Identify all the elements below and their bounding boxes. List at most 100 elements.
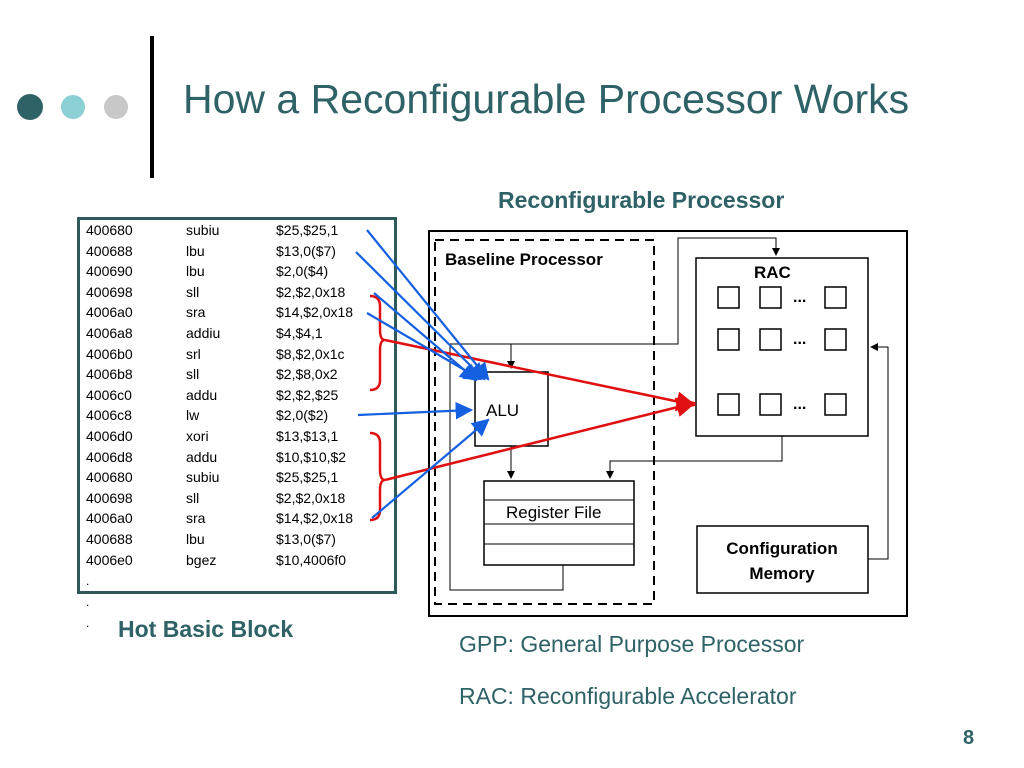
rac-ellipsis: ... — [793, 289, 806, 306]
code-operands: $2,$2,0x18 — [276, 489, 346, 506]
code-address: 400680 — [86, 469, 133, 486]
legend-gpp: GPP: General Purpose Processor — [459, 631, 805, 657]
code-listing — [77, 217, 397, 594]
blue-arrows-to-alu — [355, 229, 490, 519]
code-operands: $2,$2,0x18 — [276, 283, 346, 300]
code-line: 4006c0 addu $2,$2,$25 — [86, 385, 386, 405]
rac-ellipsis: ... — [793, 331, 806, 348]
code-line: 4006d8 addu $10,$10,$2 — [86, 447, 386, 467]
rac-cell — [717, 393, 740, 416]
code-line: 400698 sll $2,$2,0x18 — [86, 282, 386, 302]
code-operands: $2,$8,0x2 — [276, 366, 338, 383]
diagram-title: Reconfigurable Processor — [498, 187, 785, 213]
rac-cell — [759, 286, 782, 309]
rac-cell-grid — [717, 286, 847, 416]
code-opcode: xori — [186, 428, 209, 444]
code-address: 400688 — [86, 531, 133, 547]
code-address: 400680 — [86, 222, 133, 238]
code-opcode: addiu — [186, 325, 221, 341]
code-opcode: addu — [186, 386, 218, 403]
code-operands: $2,0($4) — [276, 263, 329, 280]
code-operands: $10,4006f0 — [276, 551, 347, 568]
legend-rac: RAC: Reconfigurable Accelerator — [459, 683, 797, 709]
code-line: 400690 lbu $2,0($4) — [86, 261, 386, 281]
code-opcode: sll — [186, 366, 200, 383]
datapath-connectors — [449, 237, 889, 591]
code-opcode: subiu — [186, 469, 220, 486]
code-operands: $10,$10,$2 — [276, 448, 347, 465]
code-operands: $14,$2,0x18 — [276, 304, 354, 321]
bullet-dot-3 — [104, 95, 128, 119]
configuration-memory-label: Memory — [749, 564, 815, 583]
code-address: 4006c8 — [86, 407, 132, 424]
rac-cell — [824, 286, 847, 309]
code-opcode: addu — [186, 448, 218, 465]
code-opcode: lbu — [186, 242, 205, 259]
code-address: 4006e0 — [86, 551, 133, 568]
code-address: 400698 — [86, 489, 133, 506]
code-opcode: bgez — [186, 551, 217, 568]
code-address: 4006a0 — [86, 510, 133, 527]
code-line: 4006a0 sra $14,$2,0x18 — [86, 302, 386, 322]
code-opcode: lbu — [186, 531, 205, 547]
code-operands: $13,$13,1 — [276, 428, 339, 444]
code-operands: $25,$25,1 — [276, 222, 339, 238]
hot-block-bracket — [369, 431, 386, 522]
bullet-dot-2 — [61, 95, 85, 119]
code-opcode: lw — [186, 407, 200, 424]
hot-basic-block-label: Hot Basic Block — [118, 616, 294, 642]
code-line: 4006a8 addiu $4,$4,1 — [86, 323, 386, 343]
code-operands: $4,$4,1 — [276, 325, 323, 341]
code-line: 400680 subiu $25,$25,1 — [86, 467, 386, 487]
rac-cell — [717, 286, 740, 309]
rac-ellipsis: ... — [793, 396, 806, 413]
code-address: 4006b8 — [86, 366, 133, 383]
code-address: 4006a8 — [86, 325, 133, 341]
ellipsis-dot: . — [86, 595, 90, 609]
bullet-dot-1 — [17, 94, 43, 120]
rac-cell — [759, 393, 782, 416]
rac-label: RAC — [754, 263, 791, 282]
code-address: 4006b0 — [86, 345, 133, 362]
baseline-processor-box — [434, 239, 655, 605]
code-operands: $2,$2,$25 — [276, 386, 339, 403]
red-arrow-to-rac — [384, 397, 697, 482]
rac-cell — [759, 328, 782, 351]
code-operands: $2,0($2) — [276, 407, 329, 424]
code-operands: $14,$2,0x18 — [276, 510, 354, 527]
slide-title: How a Reconfigurable Processor Works — [183, 76, 910, 122]
code-address: 4006c0 — [86, 386, 132, 403]
code-address: 4006a0 — [86, 304, 133, 321]
rac-box — [695, 257, 869, 437]
code-line: 4006b8 sll $2,$8,0x2 — [86, 364, 386, 384]
code-line: 4006c8 lw $2,0($2) — [86, 405, 386, 425]
register-file-box — [483, 480, 635, 566]
rac-cell — [717, 328, 740, 351]
title-divider — [150, 36, 154, 178]
hot-block-bracket — [369, 294, 386, 392]
code-opcode: sra — [186, 510, 206, 527]
alu-label: ALU — [486, 401, 519, 420]
configuration-memory-box — [696, 525, 869, 594]
code-operands: $25,$25,1 — [276, 469, 339, 486]
code-address: 400698 — [86, 283, 133, 300]
ellipsis-dot: . — [86, 616, 90, 630]
code-opcode: sll — [186, 283, 200, 300]
code-line: 400688 lbu $13,0($7) — [86, 529, 386, 549]
code-line: 4006e0 bgez $10,4006f0 — [86, 550, 386, 570]
rac-cell — [824, 328, 847, 351]
code-opcode: sra — [186, 304, 206, 321]
code-opcode: lbu — [186, 263, 205, 280]
code-operands: $13,0($7) — [276, 531, 336, 547]
code-operands: $8,$2,0x1c — [276, 345, 345, 362]
code-address: 4006d8 — [86, 448, 133, 465]
baseline-processor-label: Baseline Processor — [445, 250, 603, 269]
page-number: 8 — [963, 727, 975, 749]
code-address: 400690 — [86, 263, 133, 280]
